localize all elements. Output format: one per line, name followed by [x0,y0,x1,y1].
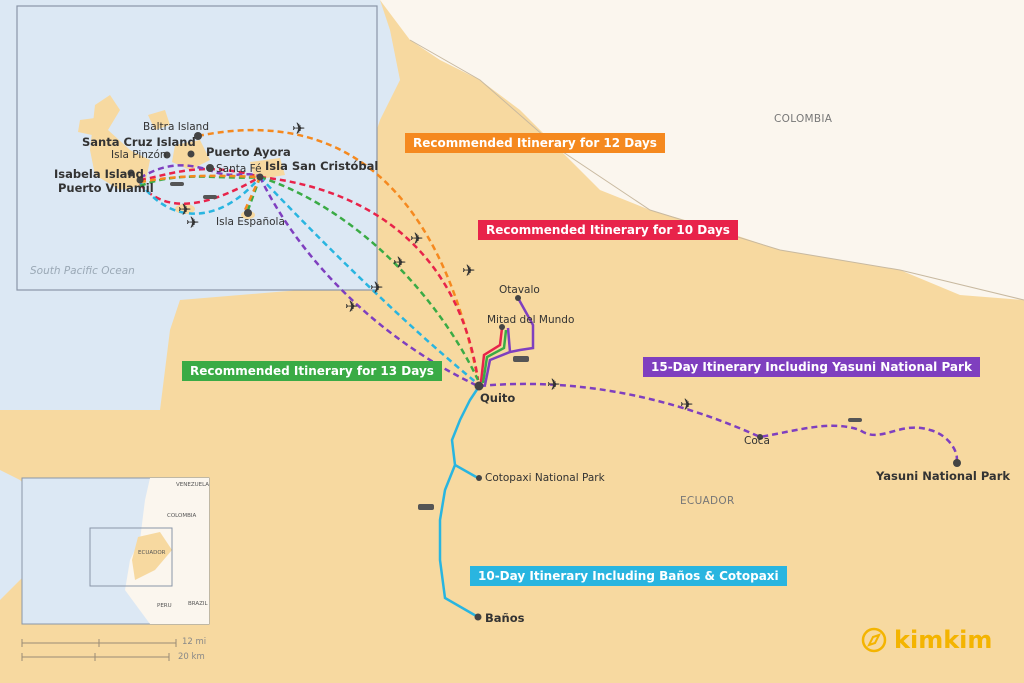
border [409,39,1024,301]
place-coca: Coca [744,435,770,447]
locator-peru: PERU [157,603,172,609]
scale-km: 20 km [178,652,205,662]
scale-bars [21,639,177,661]
route-banos[interactable] [438,387,480,619]
label-itinerary-10[interactable]: Recommended Itinerary for 10 Days [478,220,738,240]
label-itinerary-15[interactable]: 15-Day Itinerary Including Yasuni Nation… [643,357,980,377]
label-itinerary-12[interactable]: Recommended Itinerary for 12 Days [405,133,665,153]
plane-icon: ✈ [680,395,693,414]
locator-ecuador [132,532,172,580]
plane-icon: ✈ [178,200,191,219]
brand-name: kimkim [894,626,993,654]
scale-miles: 12 mi [182,637,207,647]
place-villamil: Puerto Villamil [58,181,154,195]
locator-colombia: COLOMBIA [167,513,197,519]
route-10b-flight[interactable] [259,176,479,385]
kimkim-logo: kimkim [860,626,992,654]
boat-icon [848,418,862,422]
place-san-cristobal: Isla San Cristóbal [265,159,379,173]
place-markers [127,132,961,621]
place-banos: Baños [485,611,525,625]
country-colombia: COLOMBIA [774,113,833,125]
route-island-hops[interactable] [139,167,261,205]
boat-icon [170,182,184,186]
land-colombia [380,0,1024,300]
place-mitad: Mitad del Mundo [487,314,575,326]
car-icon [418,504,434,510]
compass-icon [861,627,887,653]
locator-frame [89,527,173,587]
label-itinerary-10-banos[interactable]: 10-Day Itinerary Including Baños & Cotop… [470,566,787,586]
plane-icon: ✈ [547,375,560,394]
route-island-hops-5[interactable] [139,174,262,211]
place-pinzon: Isla Pinzón [111,149,167,161]
plane-icon: ✈ [292,119,305,138]
boat-icon [203,195,217,199]
route-15-yasuni[interactable] [479,382,959,463]
place-isabela: Isabela Island [54,167,144,181]
route-island-hops-2[interactable] [138,176,261,215]
plane-icon: ✈ [410,229,423,248]
route-mitad-green[interactable] [481,329,508,384]
route-mitad-red[interactable] [479,327,504,383]
car-icon [513,356,529,362]
label-itinerary-13[interactable]: Recommended Itinerary for 13 Days [182,361,442,381]
place-baltra: Baltra Island [143,121,209,133]
place-yasuni: Yasuni National Park [876,469,1011,483]
plane-icon: ✈ [345,297,358,316]
ocean-label: South Pacific Ocean [30,265,135,277]
plane-icon: ✈ [462,261,475,280]
place-puerto-ayora: Puerto Ayora [206,145,291,159]
place-quito: Quito [480,391,516,405]
place-santa-cruz: Santa Cruz Island [82,135,196,149]
plane-icon: ✈ [186,213,199,232]
plane-icon: ✈ [370,278,383,297]
route-13-flight[interactable] [259,175,480,381]
route-12-flight[interactable] [197,128,480,381]
locator-ecuador: ECUADOR [138,550,166,556]
place-otavalo: Otavalo [499,284,540,296]
place-cotopaxi: Cotopaxi National Park [485,472,605,484]
locator-brazil: BRAZIL [188,601,208,607]
locator-venezuela: VENEZUELA [176,482,210,488]
place-santa-fe: Santa Fé [216,163,262,175]
place-espanola: Isla Española [216,216,285,228]
country-ecuador: ECUADOR [680,495,735,507]
route-otavalo[interactable] [483,297,535,386]
route-10-flight[interactable] [259,175,480,381]
plane-icon: ✈ [393,253,406,272]
